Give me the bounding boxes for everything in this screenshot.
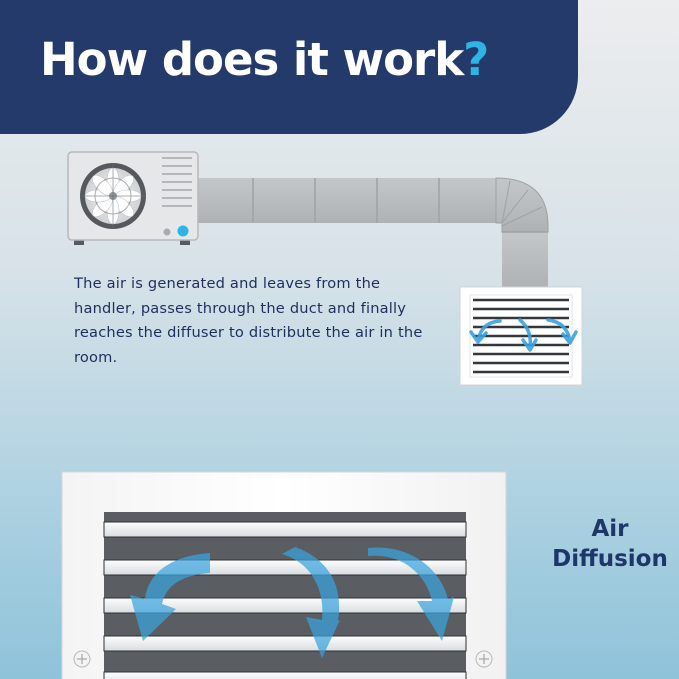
description-text: The air is generated and leaves from the…	[74, 275, 423, 366]
airflow-arrow-icon	[130, 553, 210, 641]
title-banner: How does it work?	[0, 0, 578, 134]
airflow-arrow-icon	[368, 547, 454, 641]
page-title: How does it work?	[40, 33, 489, 86]
air-diffusion-label-line-1: Air	[591, 516, 629, 542]
title-question-mark: ?	[463, 33, 489, 86]
air-diffusion-label: Air Diffusion	[548, 514, 672, 574]
fan-icon	[80, 163, 146, 229]
air-diffusion-label-line-2: Diffusion	[552, 546, 668, 572]
airflow-arrow-icon	[469, 319, 502, 344]
airflow-arrow-icon	[518, 318, 538, 352]
airflow-arrow-icon	[546, 318, 578, 345]
airflow-arrow-icon	[282, 547, 340, 658]
diffuser-icon	[61, 471, 507, 679]
duct-icon	[196, 177, 549, 288]
